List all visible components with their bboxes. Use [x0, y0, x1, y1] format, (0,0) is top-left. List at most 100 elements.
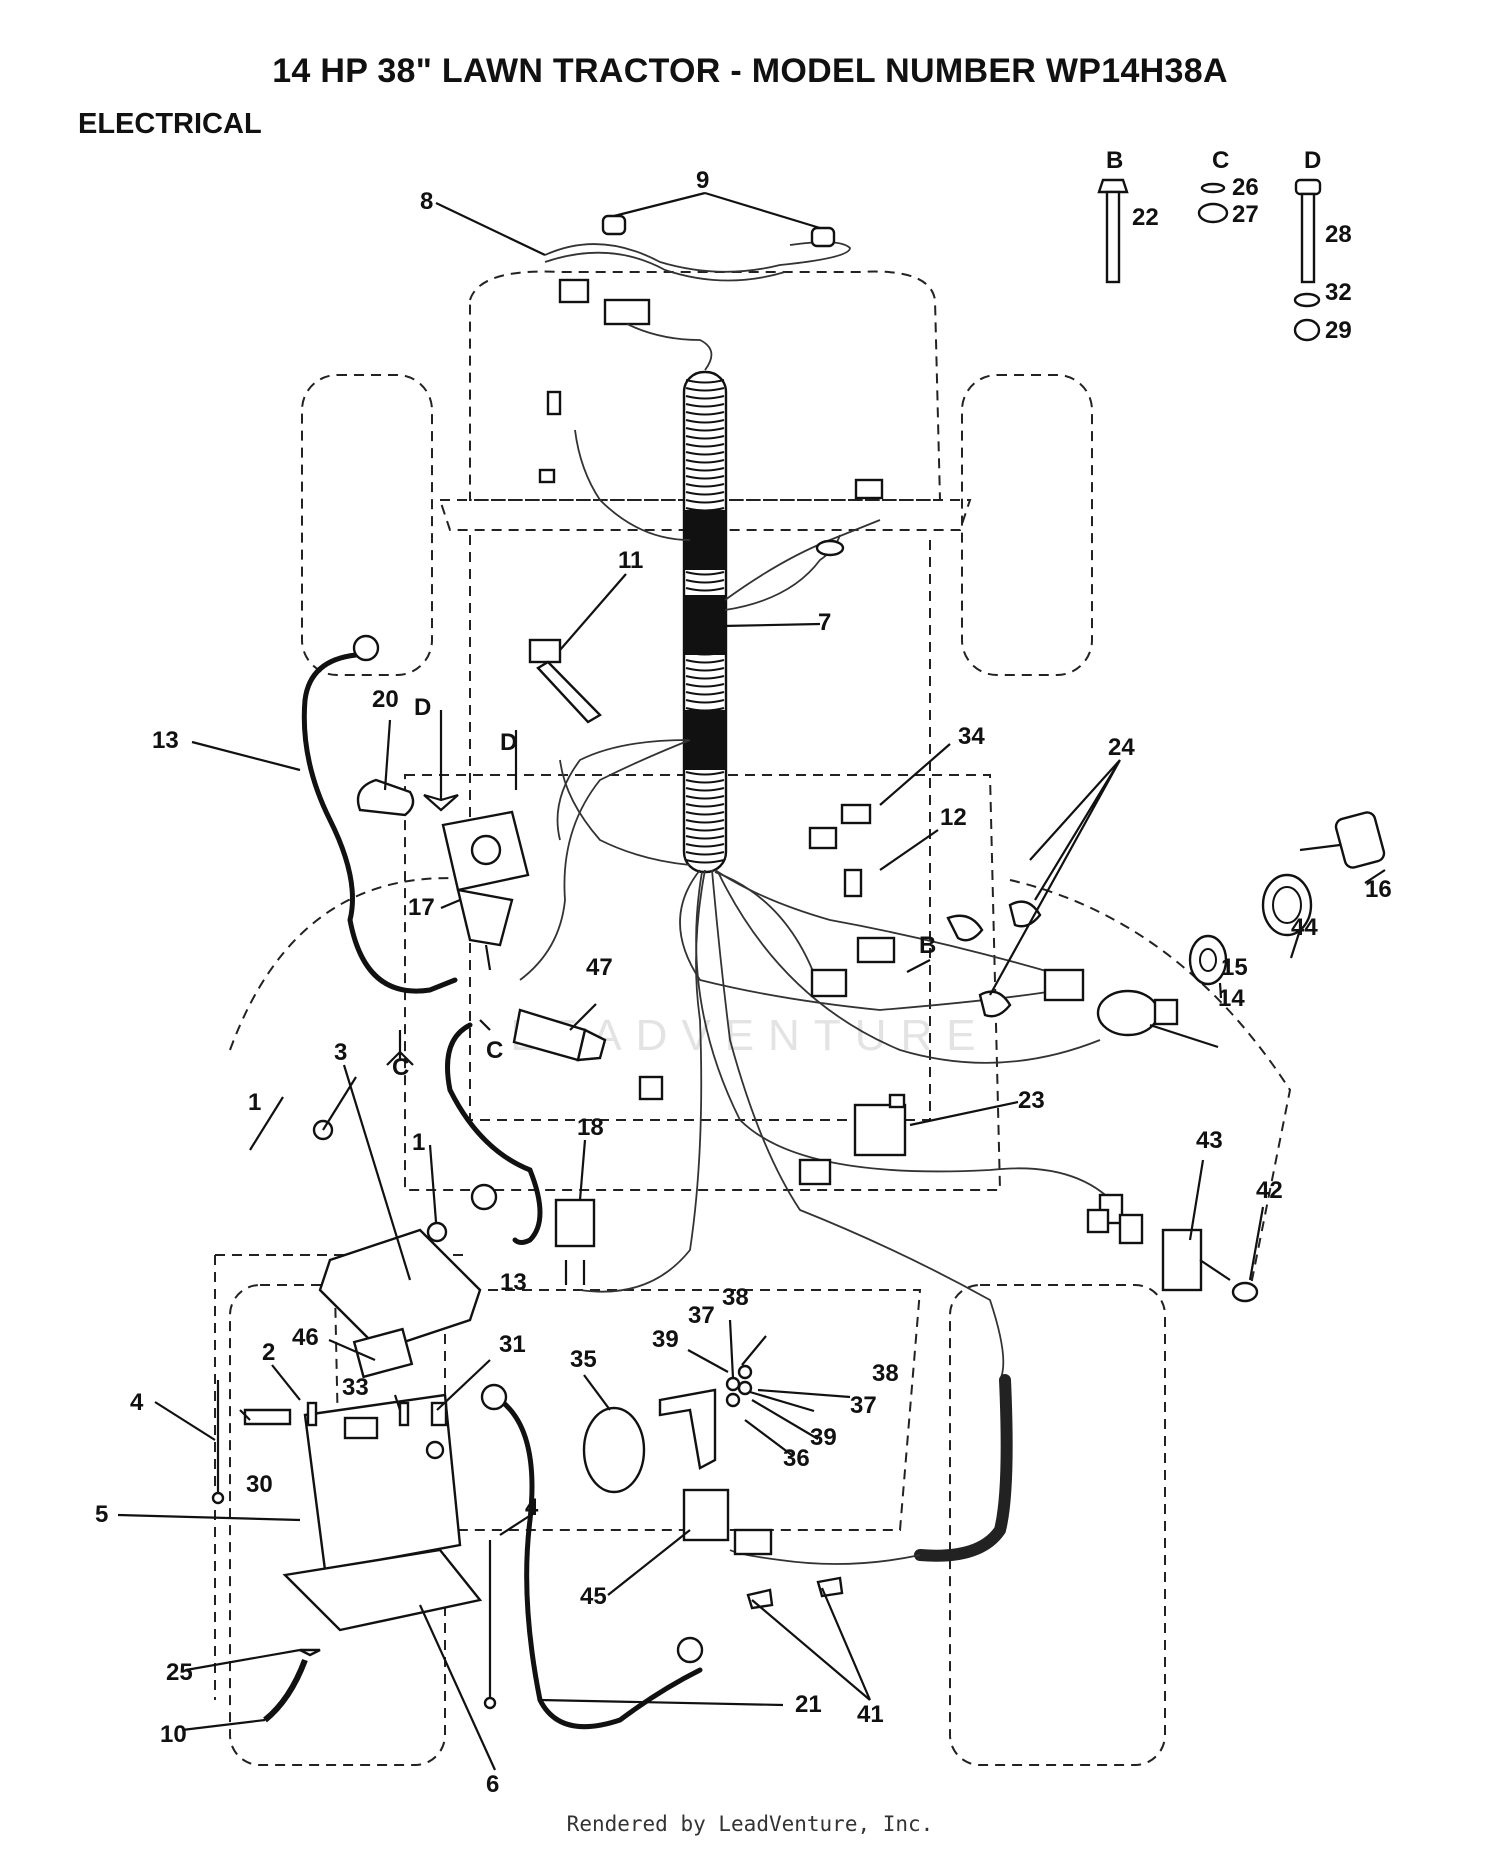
hardware-set: B C D	[1097, 147, 1321, 342]
footer-credit: Rendered by LeadVenture, Inc.	[566, 1812, 934, 1836]
callout-27: 27	[1232, 201, 1259, 228]
conduit-coil	[685, 387, 725, 392]
ignition-assembly	[1096, 811, 1386, 1037]
callout-36: 36	[783, 1445, 810, 1472]
conduit-coil	[685, 787, 725, 792]
group-label-B: B	[1106, 147, 1123, 174]
conduit-coil	[685, 467, 725, 472]
callout-39: 39	[810, 1424, 837, 1451]
callout-33: 33	[342, 1374, 369, 1401]
callout-47: 47	[586, 954, 613, 981]
toggle-switch	[1161, 1228, 1203, 1292]
meter-bracket	[658, 1388, 717, 1470]
battery-cable-13	[445, 1022, 543, 1245]
conduit-coil	[685, 571, 725, 576]
callout-14: 14	[1218, 985, 1245, 1012]
callout-4b: 4	[525, 1494, 539, 1521]
callout-23: 23	[1018, 1087, 1045, 1114]
conduit-coil	[685, 483, 725, 488]
lock-washer	[1200, 182, 1226, 194]
callout-18: 18	[577, 1114, 604, 1141]
switch-plug	[1043, 968, 1085, 1002]
relay	[853, 1103, 907, 1157]
callout-16: 16	[1365, 876, 1392, 903]
callout-29: 29	[1325, 317, 1352, 344]
star-washer	[1293, 292, 1321, 308]
conduit-coil	[685, 811, 725, 816]
callout-42: 42	[1256, 1177, 1283, 1204]
callout-13b: 13	[500, 1269, 527, 1296]
interlock-switch	[554, 1198, 596, 1248]
callout-37b: 37	[688, 1302, 715, 1329]
callout-41: 41	[857, 1701, 884, 1728]
cable-tie-head	[528, 638, 562, 664]
conduit-coil	[685, 395, 725, 400]
main-harness-conduit	[682, 370, 728, 874]
callout-labels: 8 9 11 7 34 24 12 16 44 15 14 13 20 D D …	[95, 167, 1392, 1798]
conduit-coil	[685, 683, 725, 688]
conduit-coil	[685, 579, 725, 584]
conduit-coil	[685, 475, 725, 480]
group-label-D: D	[1304, 147, 1321, 174]
seat-connector	[733, 1528, 773, 1556]
terminal-boot	[356, 778, 415, 817]
diode-part	[546, 390, 562, 416]
callout-25: 25	[166, 1659, 193, 1686]
callout-4: 4	[130, 1389, 144, 1416]
conduit-coil	[685, 491, 725, 496]
nylock-nut	[1293, 318, 1321, 342]
conduit-coil	[685, 667, 725, 672]
callout-10: 10	[160, 1721, 187, 1748]
callout-13: 13	[152, 727, 179, 754]
hex-bolt	[1097, 178, 1129, 194]
conduit-coil	[685, 835, 725, 840]
callout-7: 7	[818, 609, 831, 636]
callout-44: 44	[1291, 914, 1318, 941]
cable-tie-strap	[536, 660, 602, 724]
callout-1b: 1	[412, 1129, 425, 1156]
ignition-key	[1334, 811, 1386, 869]
front-harness	[544, 241, 851, 371]
diagram-title: 14 HP 38" LAWN TRACTOR - MODEL NUMBER WP…	[272, 52, 1228, 90]
switch-nut	[1231, 1281, 1259, 1303]
conduit-coil	[685, 819, 725, 824]
conduit-coil	[685, 843, 725, 848]
harness-clip-1	[946, 914, 984, 942]
conduit-coil	[685, 771, 725, 776]
wing-nut-2	[426, 1221, 448, 1243]
callout-35: 35	[570, 1346, 597, 1373]
tie-clip-2	[816, 1576, 844, 1598]
harness-clip-3	[978, 990, 1012, 1018]
headlight-pair	[601, 214, 836, 248]
callout-30: 30	[246, 1471, 273, 1498]
battery-tray	[282, 1548, 483, 1632]
conduit-coil	[685, 795, 725, 800]
headlight-left	[601, 214, 627, 236]
conduit-coil	[685, 851, 725, 856]
callout-6: 6	[486, 1771, 499, 1798]
battery-label	[352, 1327, 414, 1379]
ref-D-2: D	[500, 729, 517, 756]
callout-39b: 39	[652, 1326, 679, 1353]
hex-nut	[1197, 202, 1229, 224]
conduit-coil	[685, 691, 725, 696]
battery-assembly	[211, 1119, 497, 1723]
harness-plug	[603, 298, 651, 326]
conduit-coil	[685, 403, 725, 408]
conduit-coil	[685, 827, 725, 832]
callout-15: 15	[1221, 954, 1248, 981]
callout-5: 5	[95, 1501, 108, 1528]
leader-lines	[117, 191, 1386, 1771]
battery-cable-21	[497, 1397, 703, 1730]
ground-cable-upper	[301, 652, 458, 994]
headlight-right	[810, 226, 836, 248]
conduit-coil	[685, 435, 725, 440]
conduit-coil	[685, 459, 725, 464]
fuse-connector	[840, 803, 872, 825]
relay-connector	[856, 936, 896, 964]
ref-B: B	[919, 932, 936, 959]
callout-11: 11	[618, 547, 643, 574]
callout-20: 20	[372, 686, 399, 713]
seat-switch	[682, 1488, 730, 1542]
